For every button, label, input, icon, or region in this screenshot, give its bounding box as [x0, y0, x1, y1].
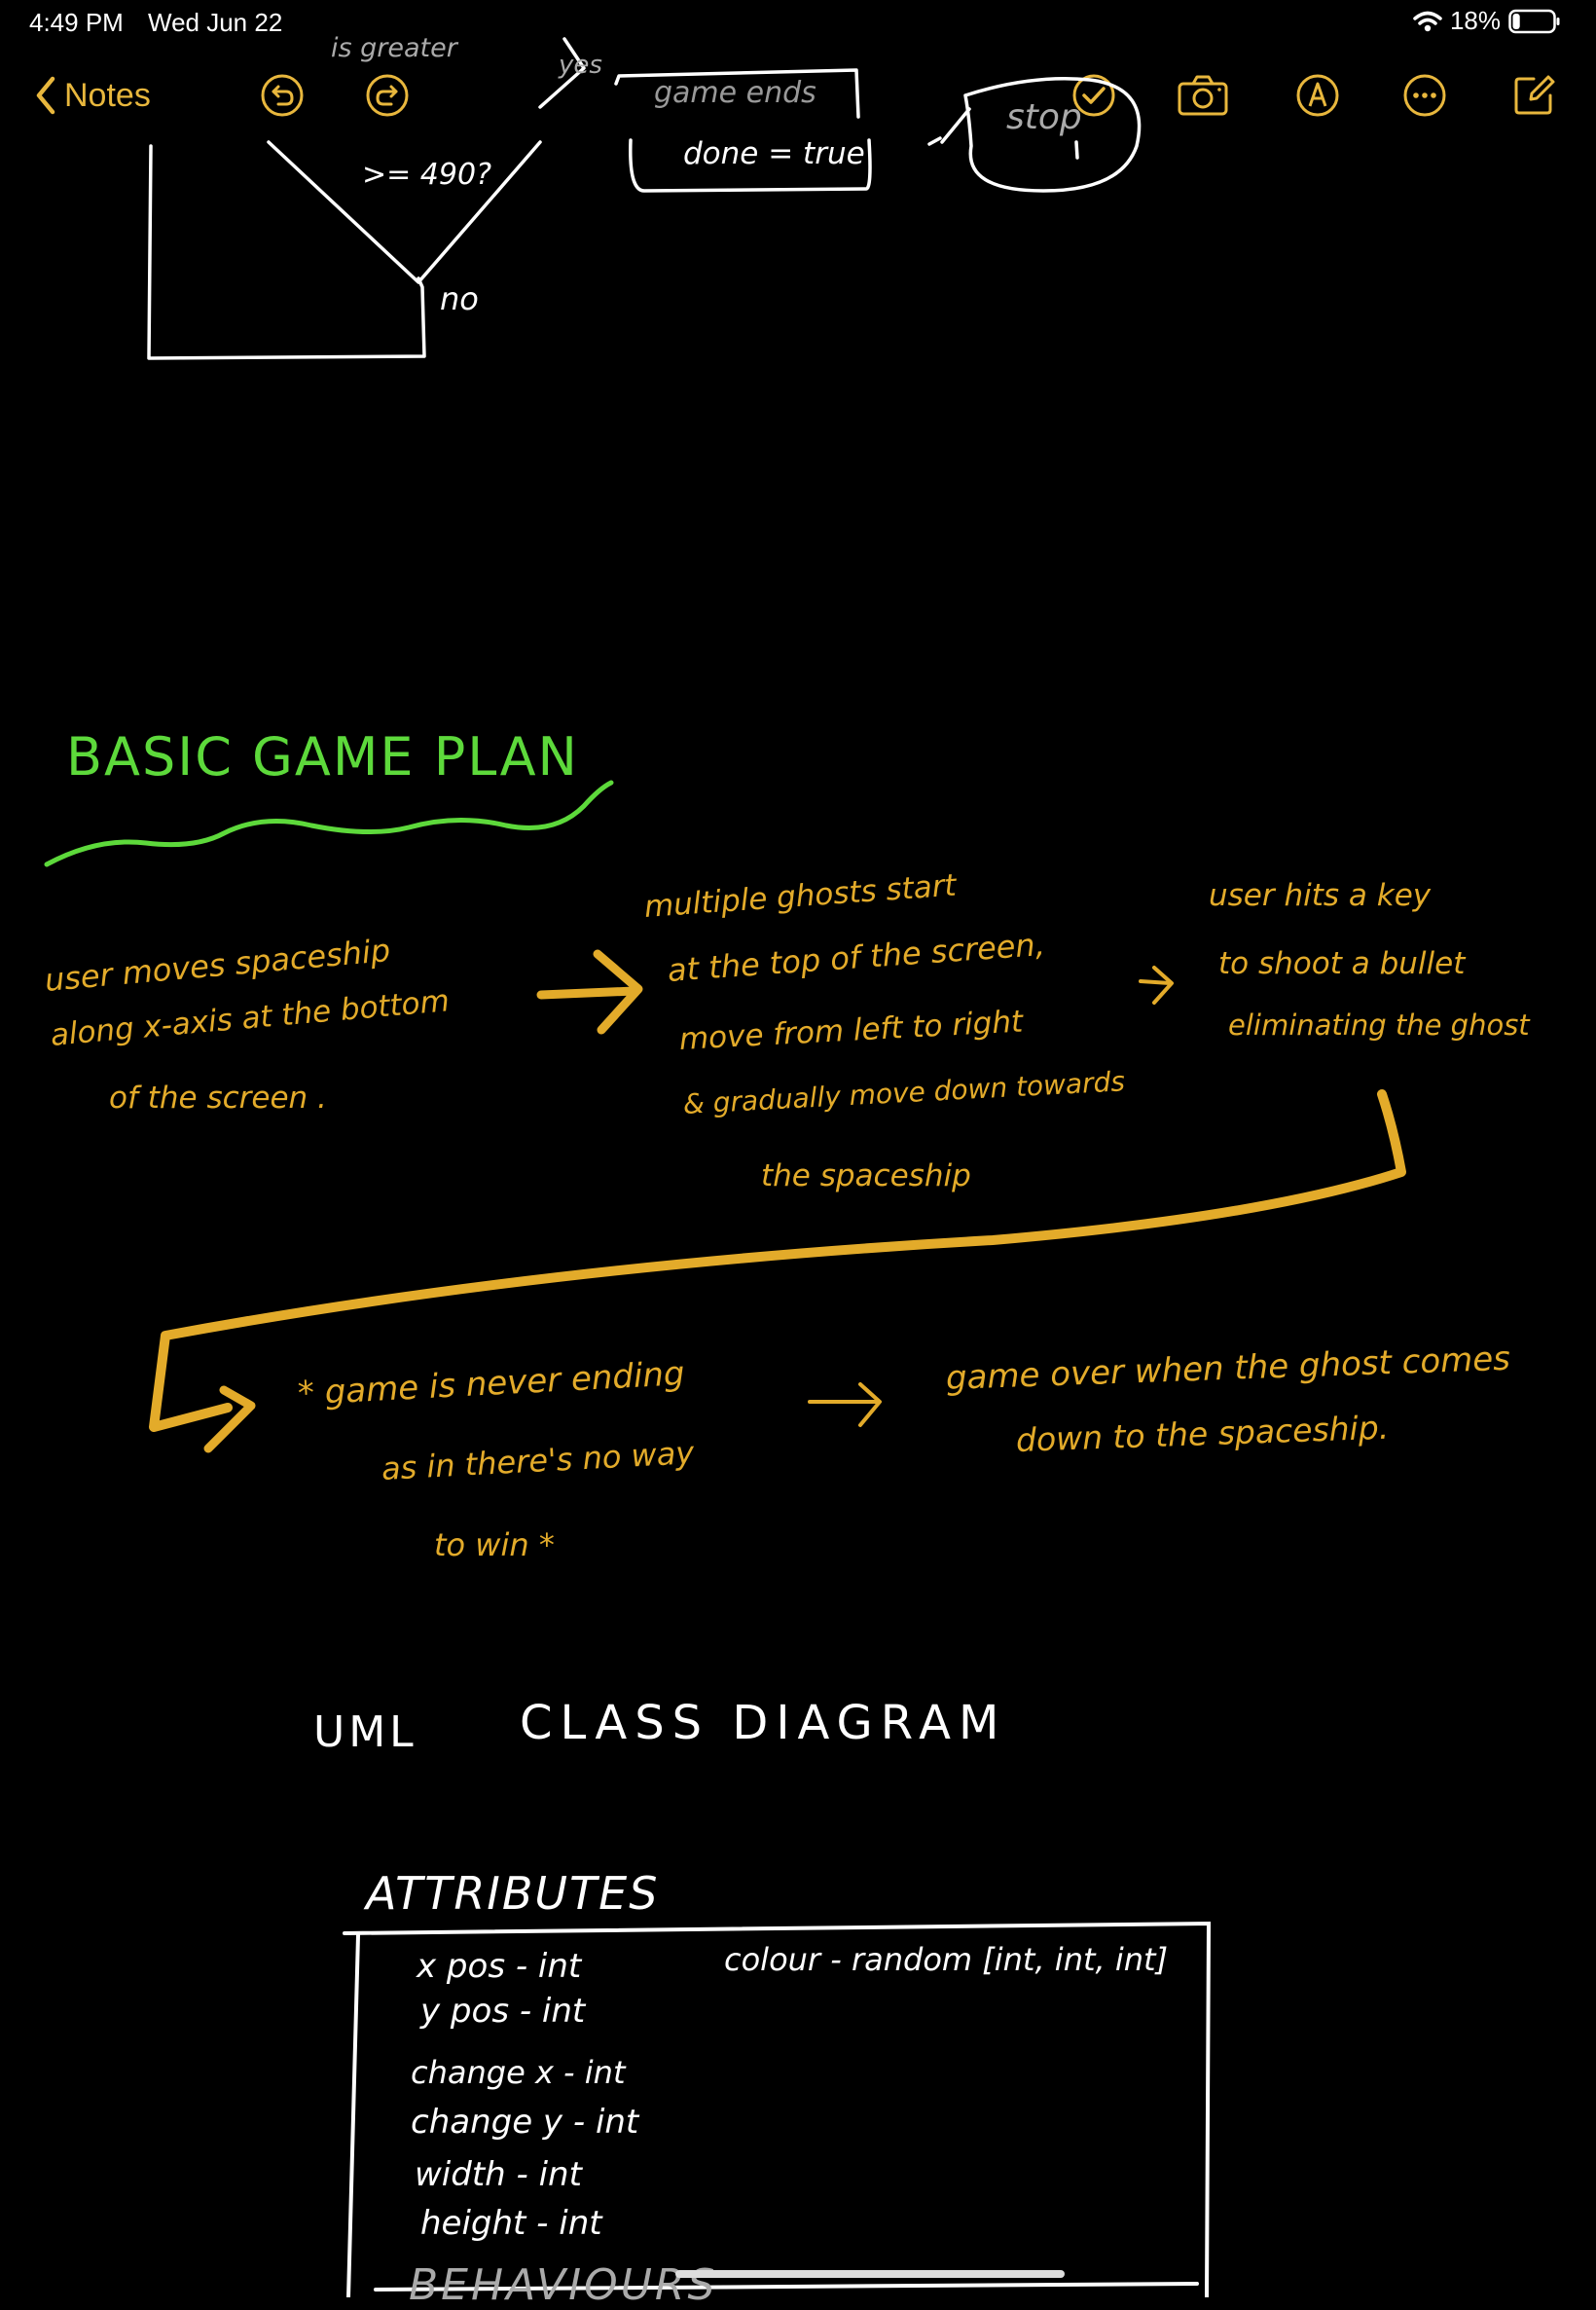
- redo-icon: [366, 74, 409, 117]
- compose-icon: [1514, 75, 1555, 115]
- done-button[interactable]: [1069, 58, 1119, 132]
- uml-attributes-heading: ATTRIBUTES: [366, 1867, 660, 1920]
- uml-title-left: UML: [313, 1707, 417, 1757]
- flowchart-decision-partial: is greater: [331, 33, 457, 63]
- battery-percent: 18%: [1449, 6, 1501, 35]
- uml-attributes-box: [343, 1921, 1212, 2297]
- more-ellipsis-icon: [1403, 74, 1446, 117]
- uml-attr-colour: colour - random [int, int, int]: [724, 1941, 1169, 1978]
- step1-line3: of the screen .: [109, 1081, 327, 1116]
- step3-line2: to shoot a bullet: [1218, 946, 1466, 981]
- status-right: 18%: [1413, 6, 1561, 36]
- uml-attr-height: height - int: [420, 2204, 602, 2243]
- uml-attr-changey: change y - int: [411, 2103, 639, 2142]
- redo-button[interactable]: [362, 58, 413, 132]
- wifi-icon: [1413, 11, 1442, 31]
- flowchart-lines: [147, 37, 1142, 360]
- back-label: Notes: [64, 76, 151, 114]
- battery-icon: [1508, 9, 1560, 33]
- uml-attr-xpos: x pos - int: [417, 1947, 582, 1986]
- uml-attr-ypos: y pos - int: [420, 1992, 586, 2031]
- chevron-left-icon: [36, 76, 55, 115]
- flowchart-decision-condition: >= 490?: [362, 158, 491, 192]
- uml-behaviours-heading-partial: BEHAVIOURS: [409, 2260, 718, 2310]
- home-indicator[interactable]: [675, 2270, 1065, 2278]
- camera-button[interactable]: [1176, 58, 1230, 132]
- done-checkmark-icon: [1072, 74, 1115, 117]
- more-options-button[interactable]: [1399, 58, 1450, 132]
- flowchart-process-body: done = true: [683, 136, 865, 171]
- flowchart-no-label: no: [440, 280, 479, 317]
- flowchart-yes-label: yes: [559, 51, 602, 80]
- uml-attr-changex: change x - int: [411, 2054, 626, 2091]
- heading-underline: [44, 780, 614, 867]
- undo-button[interactable]: [257, 58, 308, 132]
- step4-line3: to win *: [434, 1526, 555, 1563]
- uml-title-right: CLASS DIAGRAM: [520, 1696, 1007, 1750]
- undo-icon: [261, 74, 304, 117]
- markup-button[interactable]: [1292, 58, 1343, 132]
- compose-button[interactable]: [1508, 58, 1559, 132]
- flowchart-terminal: stop: [1006, 97, 1082, 137]
- uml-attr-width: width - int: [415, 2155, 582, 2194]
- back-to-notes-button[interactable]: Notes: [35, 58, 151, 132]
- status-date: Wed Jun 22: [148, 8, 283, 37]
- step3-line1: user hits a key: [1209, 878, 1432, 913]
- step3-line3: eliminating the ghost: [1228, 1008, 1530, 1042]
- status-bar: 4:49 PM Wed Jun 22 18%: [0, 0, 1596, 47]
- status-time: 4:49 PM: [29, 8, 124, 37]
- step2-line5: the spaceship: [761, 1158, 971, 1193]
- flowchart-process-title: game ends: [654, 76, 816, 110]
- game-plan-heading: BASIC GAME PLAN: [66, 726, 579, 788]
- flow-arrows: [149, 949, 1406, 1453]
- markup-pen-icon: [1296, 74, 1339, 117]
- notes-toolbar: Notes: [0, 58, 1596, 132]
- camera-icon: [1178, 75, 1228, 116]
